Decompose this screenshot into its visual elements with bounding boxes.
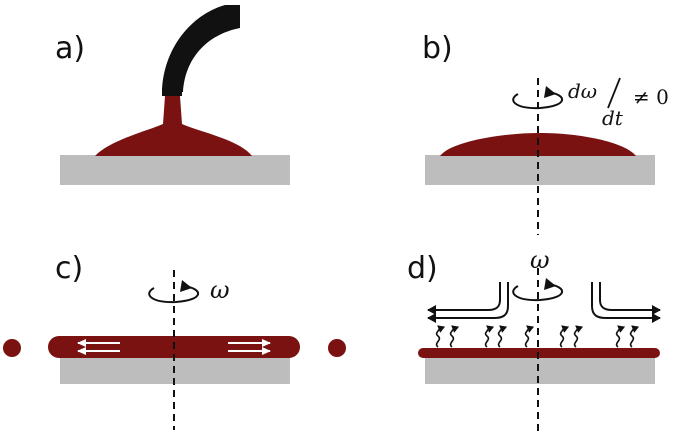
panel-b: b) dω dt ≠ 0 — [422, 31, 669, 235]
b-fraction-slash — [607, 77, 621, 109]
droplet-left — [3, 339, 21, 357]
evap-arrow-4 — [497, 325, 508, 348]
evap-arrow-8 — [615, 325, 626, 348]
evap-arrow-6 — [559, 325, 570, 348]
airflow-left-inner — [427, 282, 509, 323]
substrate-d — [425, 356, 655, 384]
dispense-nozzle — [162, 5, 240, 92]
rotation-arrow-c — [148, 285, 199, 304]
droplet-right — [328, 339, 346, 357]
panel-c-label: c) — [55, 251, 83, 286]
rotation-arrowhead-b — [544, 86, 556, 98]
panel-c: c) ω — [3, 251, 346, 430]
fluid-puddle — [95, 96, 252, 156]
rotation-arrow-d — [512, 283, 563, 302]
rotation-arrowhead-d — [544, 278, 556, 290]
panel-b-label: b) — [422, 31, 453, 66]
airflow-right-inner — [591, 282, 661, 323]
evap-arrow-2 — [449, 325, 460, 348]
evaporation-arrows — [435, 325, 640, 348]
nozzle-tip — [162, 88, 182, 96]
airflow-left-outer — [427, 282, 501, 315]
b-relation: ≠ 0 — [633, 85, 669, 109]
b-numerator: dω — [568, 79, 597, 103]
evap-arrow-1 — [435, 325, 446, 348]
evap-arrow-5 — [524, 325, 535, 348]
b-denominator: dt — [602, 106, 624, 130]
rotation-arrow-b — [512, 91, 563, 110]
substrate-a — [60, 155, 290, 185]
panel-d: d) ω — [407, 246, 661, 432]
substrate-b — [425, 155, 655, 185]
d-omega: ω — [530, 246, 550, 274]
c-omega: ω — [210, 276, 230, 304]
evap-arrow-3 — [484, 325, 495, 348]
panel-a-label: a) — [55, 31, 85, 66]
airflow-right-outer — [599, 282, 661, 315]
rotation-arrowhead-c — [180, 280, 192, 292]
evap-arrow-9 — [629, 325, 640, 348]
evap-arrow-7 — [573, 325, 584, 348]
panel-d-label: d) — [407, 251, 438, 286]
panel-a: a) — [55, 5, 290, 185]
